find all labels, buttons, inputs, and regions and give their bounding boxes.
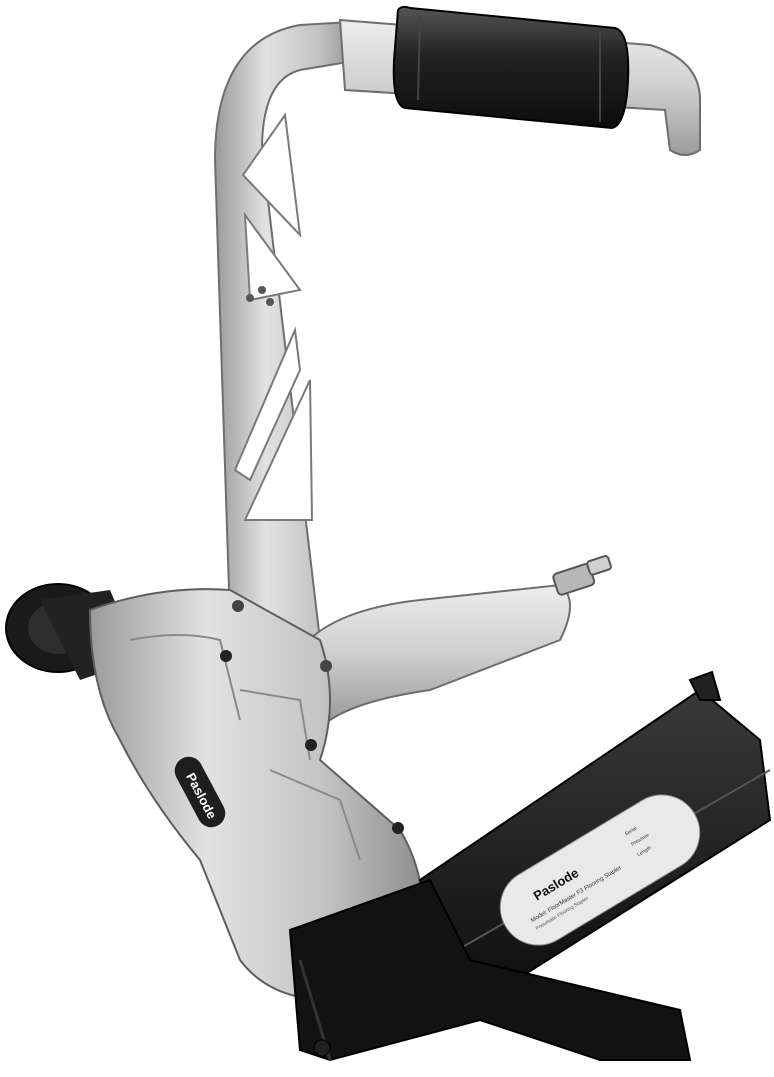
rubber-grip [392,5,630,130]
handle-frame [213,20,362,642]
base-shoe [288,878,692,1062]
label-field-serial: Serial [624,826,638,838]
pistol-handle [298,583,571,722]
magazine-label: Paslode Model: FloorMaster F3 Flooring S… [499,794,701,946]
air-fitting [552,555,612,596]
